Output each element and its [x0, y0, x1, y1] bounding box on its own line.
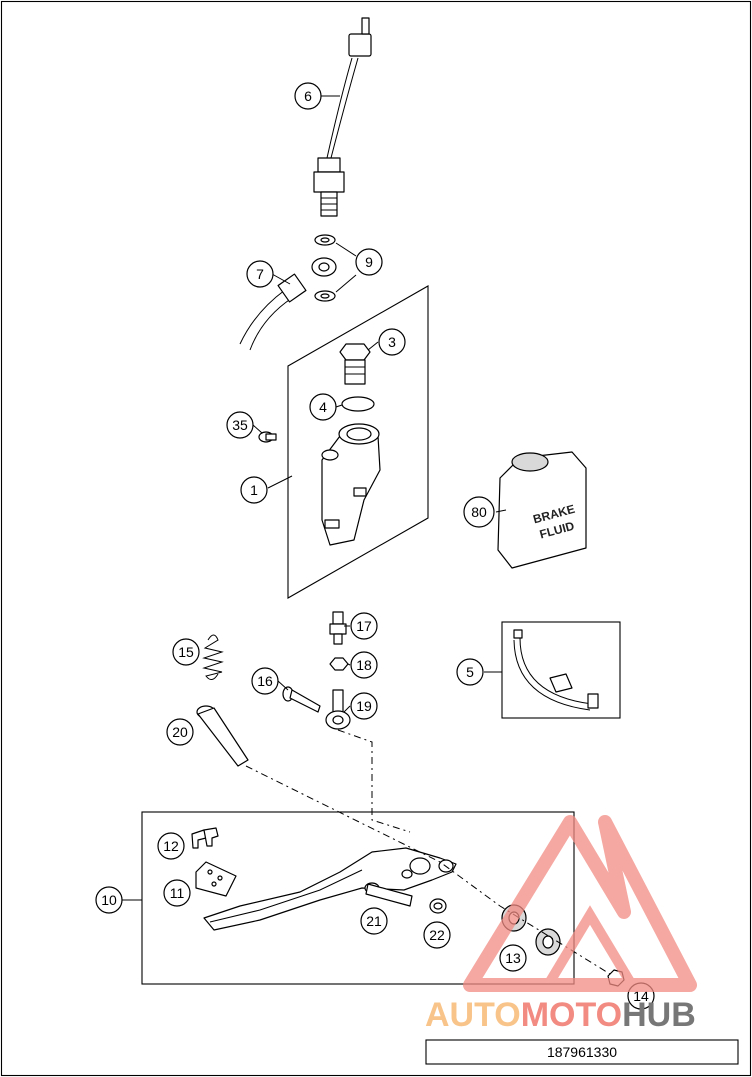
watermark-text: AUTOMOTOHUB [425, 996, 696, 1034]
callout-20: 22 [423, 921, 451, 949]
callout-17: 19 [350, 692, 378, 720]
part-16-nut [329, 657, 349, 671]
part-1-master-cylinder [321, 423, 381, 546]
leader-lines [122, 95, 507, 901]
part-18-bushing [196, 705, 249, 767]
watermark-part2: MOTO [521, 996, 622, 1034]
document-number-box [425, 1039, 739, 1065]
callout-16: 18 [350, 651, 378, 679]
assembly-lines [245, 729, 611, 975]
callout-4: 4 [309, 393, 337, 421]
callout-10-label: 10 [101, 892, 117, 908]
watermark-part3: HUB [622, 996, 696, 1034]
callout-12: 12 [157, 832, 185, 860]
callout-11-label: 11 [170, 885, 185, 901]
callout-14-label: 16 [257, 673, 273, 689]
watermark-logo [463, 815, 697, 992]
part-4-o-ring [341, 396, 375, 412]
part-15-adjusting-screw [329, 611, 347, 645]
part-80-brake-fluid-bottle: BRAKE FLUID [497, 451, 587, 569]
callout-15: 17 [350, 612, 378, 640]
callout-19-label: 21 [366, 913, 382, 929]
callout-12-label: 12 [163, 838, 179, 854]
callout-16-label: 18 [356, 657, 372, 673]
callout-35: 35 [226, 411, 254, 439]
callout-3-label: 3 [388, 334, 396, 350]
part-11-pedal-tip [195, 861, 237, 897]
callout-10: 10 [95, 886, 123, 914]
callout-14: 16 [251, 667, 279, 695]
callout-13: 15 [172, 638, 200, 666]
part-19-pin [364, 882, 413, 907]
callout-18-label: 20 [172, 724, 188, 740]
callout-13-label: 15 [178, 644, 194, 660]
part-5-frame [501, 621, 621, 719]
callout-1-label: 1 [250, 482, 258, 498]
callout-15-label: 17 [356, 618, 372, 634]
callout-6: 6 [294, 82, 322, 110]
part-14-bolt [282, 686, 321, 713]
cylinder-group-frame [287, 285, 429, 599]
part-7-brake-hose [239, 257, 337, 351]
part-13-spring [202, 634, 224, 680]
callout-7-label: 7 [256, 266, 264, 282]
callout-9-label: 9 [365, 254, 373, 270]
part-3-reservoir-plug [339, 343, 371, 385]
callout-35-label: 35 [232, 417, 248, 433]
callout-7: 7 [246, 260, 274, 288]
callout-6-label: 6 [304, 88, 312, 104]
callouts: 6 7 9 3 4 35 1 80 17 15 18 5 16 19 20 12… [95, 82, 655, 1010]
part-10-brake-pedal [203, 847, 457, 931]
callout-21: 13 [499, 944, 527, 972]
callout-80-label: 80 [471, 504, 487, 520]
callout-3: 3 [378, 328, 406, 356]
pedal-group-frame [141, 811, 575, 985]
callout-11: 11 [163, 879, 191, 907]
callout-5: 5 [456, 658, 484, 686]
part-6-brake-light-switch [313, 17, 372, 217]
callout-19: 21 [360, 907, 388, 935]
part-5-cable-holder [513, 629, 599, 711]
callout-20-label: 22 [429, 927, 445, 943]
part-20-bushing [429, 898, 447, 914]
callout-4-label: 4 [319, 399, 327, 415]
document-number: 187961330 [547, 1044, 617, 1060]
callout-9: 9 [355, 248, 383, 276]
part-12-rivets [191, 827, 219, 849]
callout-5-label: 5 [466, 664, 474, 680]
callout-1: 1 [240, 476, 268, 504]
callout-18: 20 [166, 718, 194, 746]
callout-80: 80 [463, 496, 495, 528]
watermark-part1: AUTO [425, 996, 521, 1034]
callout-17-label: 19 [356, 698, 372, 714]
callout-21-label: 13 [505, 950, 521, 966]
part-9-washers [314, 234, 357, 302]
part-17-fork-head [325, 689, 351, 730]
part-35-screw [258, 431, 277, 443]
